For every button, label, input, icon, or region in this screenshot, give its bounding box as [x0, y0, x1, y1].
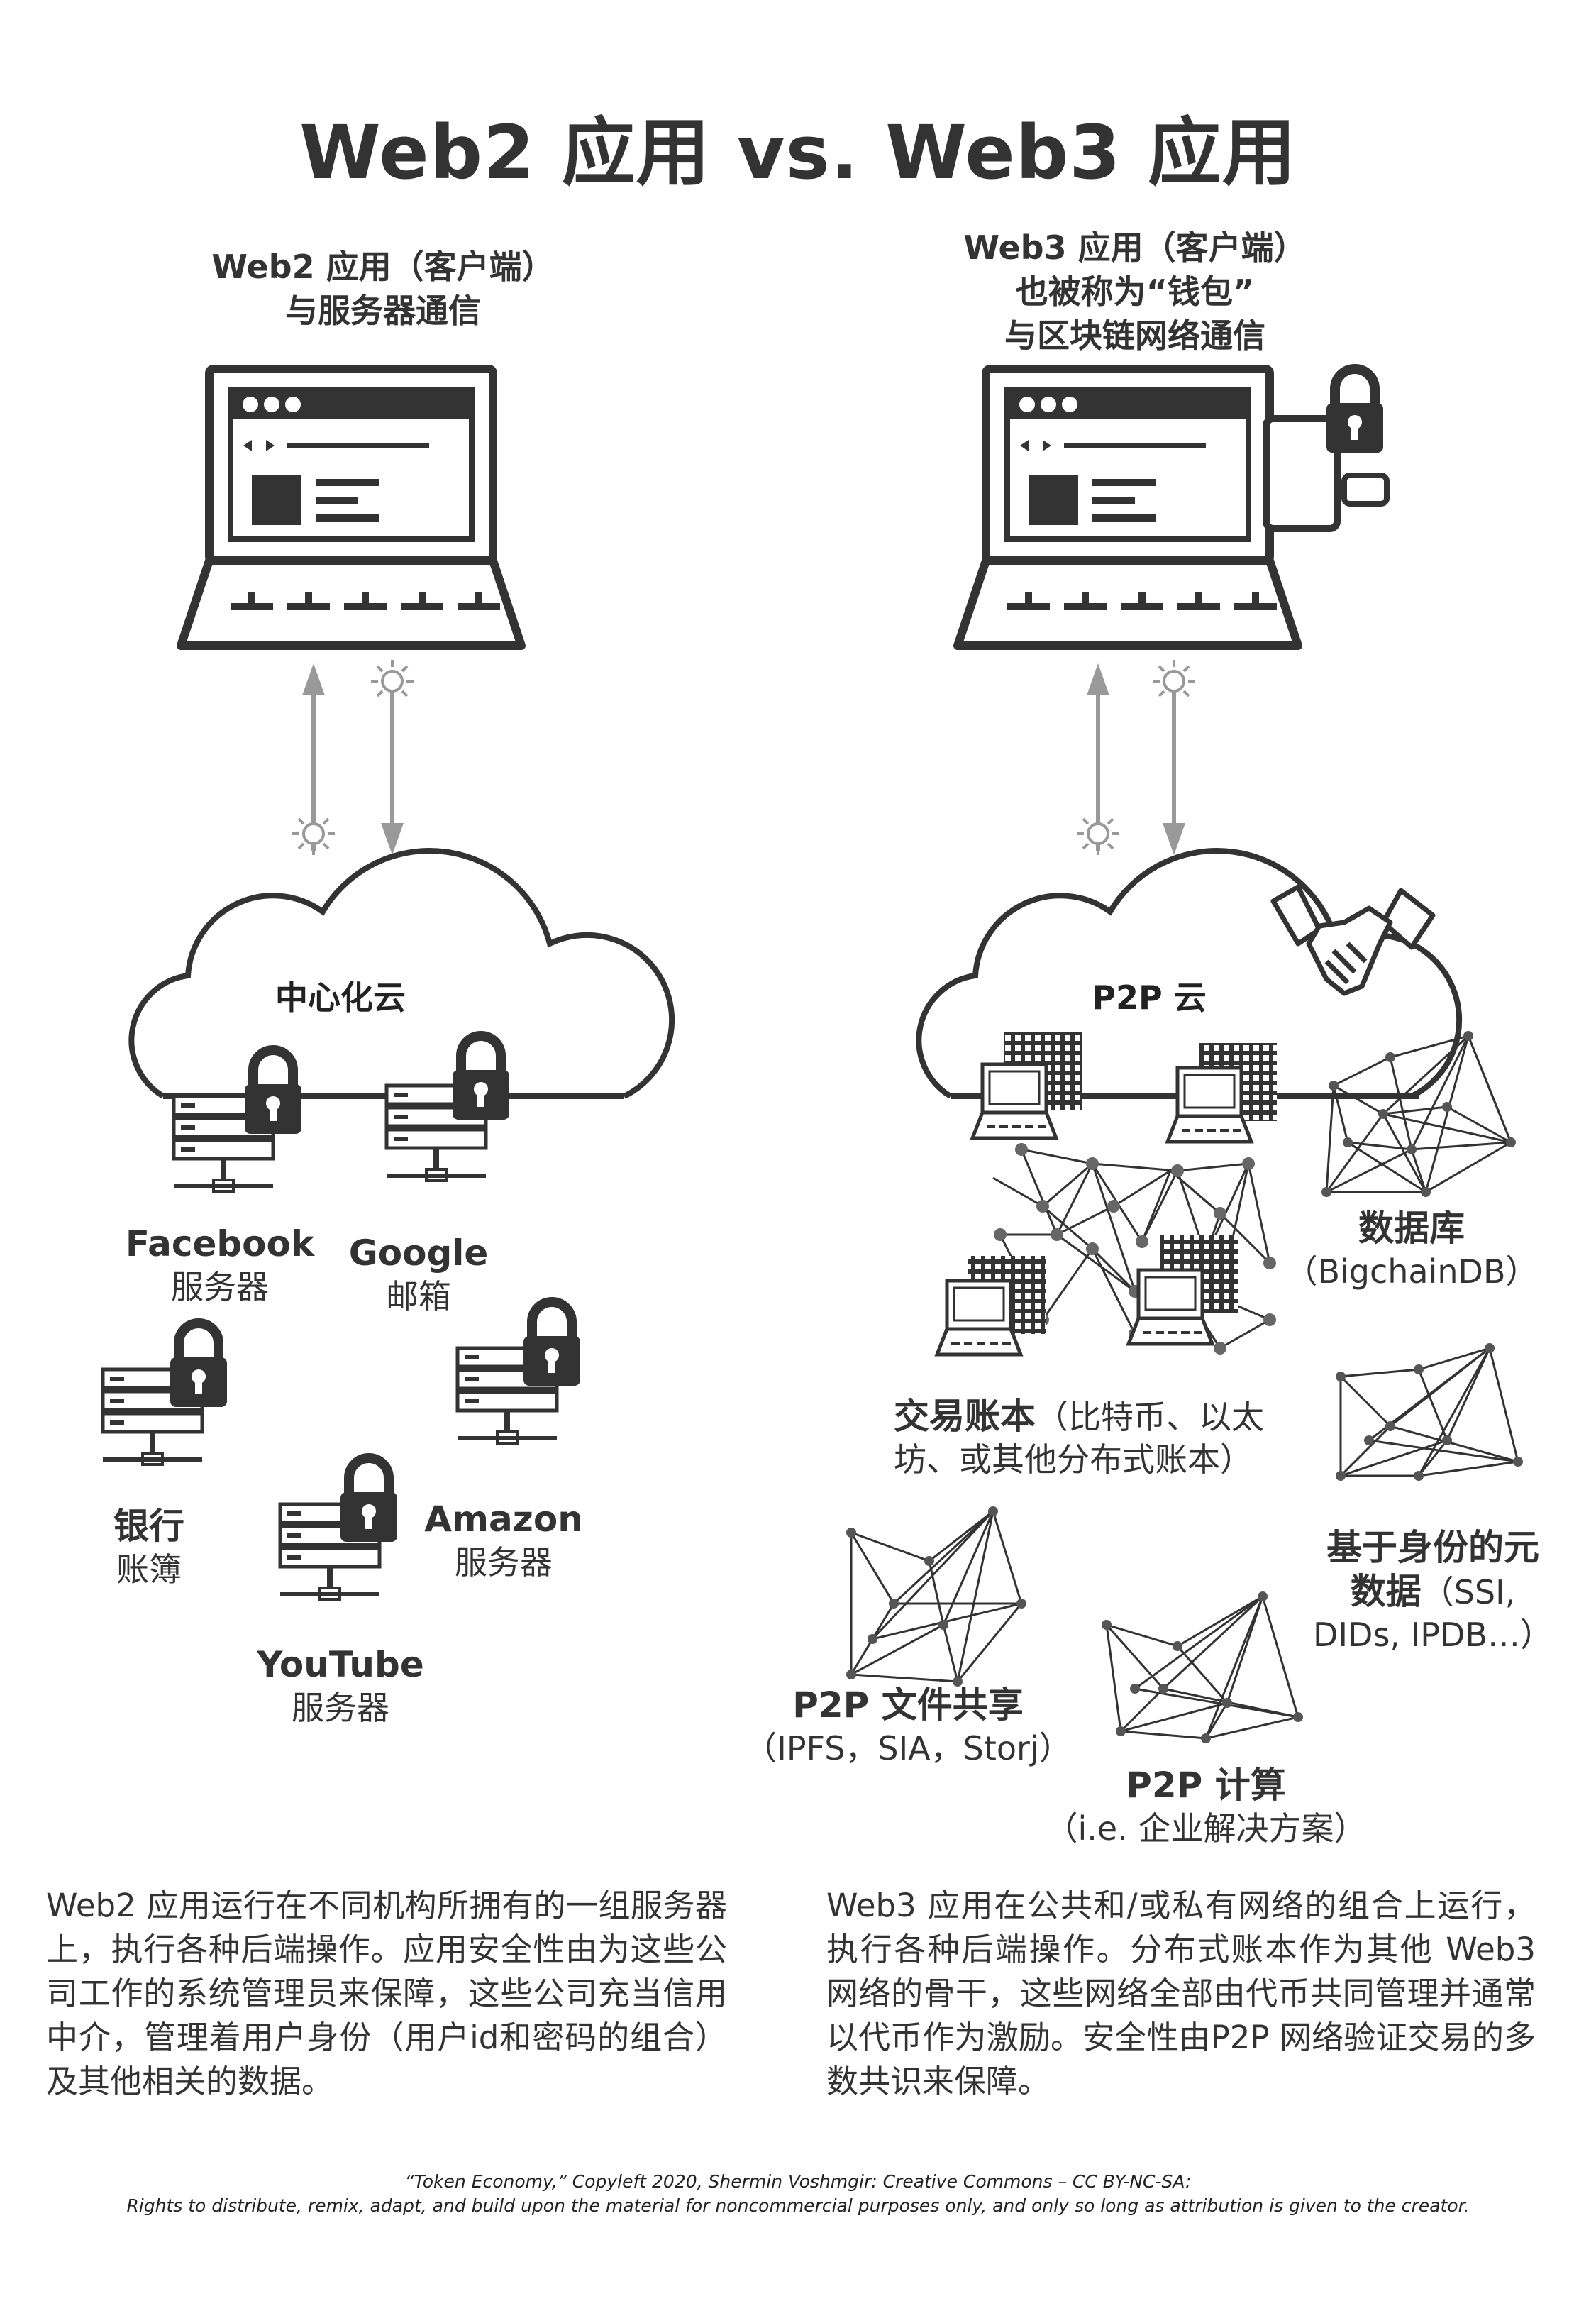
web3-header-line: 也被称为“钱包” — [1015, 272, 1255, 311]
database-label: 数据库 （BigchainDB） — [1277, 1206, 1546, 1293]
filesharing-network-icon — [848, 1508, 1023, 1683]
ledger-node-laptop-icon — [937, 1281, 1021, 1355]
server-name: 银行 — [113, 1506, 184, 1547]
lock-icon — [170, 1323, 227, 1407]
amazon-label: Amazon 服务器 — [397, 1497, 610, 1584]
web3-laptop-icon — [958, 369, 1298, 646]
server-sub: 账簿 — [116, 1550, 182, 1589]
identity-desc: （SSI, — [1421, 1573, 1516, 1611]
wallet-lock-icon — [1263, 369, 1390, 532]
filesharing-sub: （IPFS，SIA，Storj） — [744, 1729, 1072, 1767]
web2-header: Web2 应用（客户端） 与服务器通信 — [128, 245, 638, 333]
ledger-desc: 坊、或其他分布式账本） — [894, 1440, 1253, 1479]
ledger-node-laptop-icon — [972, 1064, 1056, 1138]
filesharing-title: P2P 文件共享 — [792, 1684, 1024, 1726]
computing-sub: （i.e. 企业解决方案） — [1045, 1809, 1367, 1848]
footer-credit: “Token Economy,” Copyleft 2020, Shermin … — [404, 2171, 1192, 2192]
identity-desc: DIDs, IPDB…） — [1313, 1616, 1553, 1654]
web2-laptop-icon — [181, 369, 521, 646]
facebook-label: Facebook 服务器 — [113, 1222, 326, 1308]
server-name: Facebook — [125, 1223, 315, 1264]
lock-icon — [340, 1458, 397, 1542]
web3-description: Web3 应用在公共和/或私有网络的组合上运行，执行各种后端操作。分布式账本作为… — [826, 1887, 1536, 2100]
database-title: 数据库 — [1358, 1208, 1465, 1249]
web2-header-line: 与服务器通信 — [285, 292, 481, 330]
identity-title: 基于身份的元 — [1326, 1527, 1539, 1568]
bank-label: 银行 账簿 — [78, 1504, 220, 1591]
server-name: Google — [348, 1232, 489, 1274]
computing-label: P2P 计算 （i.e. 企业解决方案） — [1021, 1763, 1390, 1850]
youtube-label: YouTube 服务器 — [234, 1643, 447, 1729]
lock-icon — [523, 1302, 580, 1386]
server-sub: 服务器 — [292, 1689, 389, 1727]
ledger-label: 交易账本（比特币、以太 坊、或其他分布式账本） — [894, 1394, 1362, 1481]
ledger-node-laptop-icon — [1129, 1270, 1212, 1344]
server-name: YouTube — [257, 1644, 424, 1685]
filesharing-label: P2P 文件共享 （IPFS，SIA，Storj） — [731, 1683, 1085, 1770]
computing-title: P2P 计算 — [1126, 1765, 1286, 1806]
computing-network-icon — [1105, 1593, 1299, 1740]
google-label: Google 邮箱 — [312, 1231, 525, 1318]
identity-label: 基于身份的元 数据（SSI, DIDs, IPDB…） — [1291, 1526, 1575, 1656]
database-sub: （BigchainDB） — [1285, 1252, 1539, 1291]
p2p-cloud-label: P2P 云 — [1092, 978, 1207, 1017]
ledger-node-laptop-icon — [1168, 1068, 1251, 1142]
web3-header-line: Web3 应用（客户端） — [963, 228, 1307, 267]
footer-license: Rights to distribute, remix, adapt, and … — [126, 2195, 1470, 2216]
identity-title: 数据 — [1350, 1571, 1422, 1612]
web2-description: Web2 应用运行在不同机构所拥有的一组服务器上，执行各种后端操作。应用安全性由… — [46, 1887, 727, 2100]
ledger-title: 交易账本 — [894, 1396, 1036, 1437]
central-cloud-icon — [128, 848, 675, 1099]
web3-header-line: 与区块链网络通信 — [1004, 316, 1265, 355]
web3-arrows-icon — [1075, 658, 1197, 856]
server-sub: 服务器 — [171, 1268, 269, 1306]
central-cloud-label: 中心化云 — [275, 978, 406, 1017]
ledger-desc: （比特币、以太 — [1036, 1398, 1264, 1436]
server-sub: 邮箱 — [386, 1277, 451, 1315]
identity-network-icon — [1339, 1347, 1519, 1477]
page-title: Web2 应用 vs. Web3 应用 — [299, 109, 1297, 196]
handshake-icon — [1270, 884, 1436, 996]
server-name: Amazon — [424, 1499, 583, 1540]
web3-header: Web3 应用（客户端） 也被称为“钱包” 与区块链网络通信 — [880, 226, 1390, 358]
server-sub: 服务器 — [455, 1543, 553, 1582]
web2-arrows-icon — [291, 658, 415, 856]
web2-header-line: Web2 应用（客户端） — [211, 248, 555, 286]
